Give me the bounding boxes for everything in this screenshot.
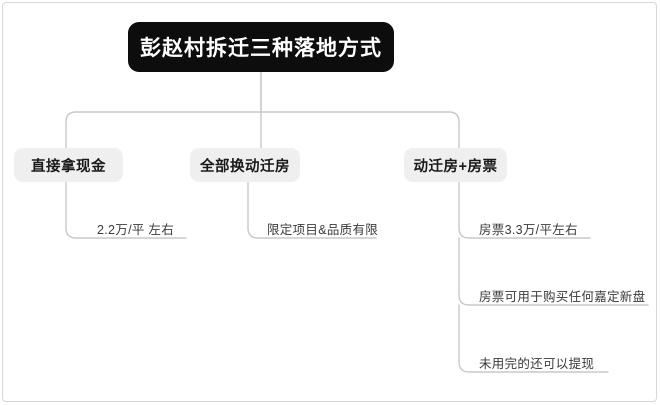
connector-root-to-branch-1 (65, 111, 262, 149)
connector-root-to-branch-3 (260, 111, 460, 149)
diagram-branch-node-1[interactable]: 直接拿现金 (14, 148, 123, 182)
connector-branch-3-leaf-2 (458, 237, 649, 306)
diagram-root-node[interactable]: 彭赵村拆迁三种落地方式 (128, 22, 394, 72)
connector-branch-3-leaf-3 (458, 304, 609, 373)
diagram-root-label: 彭赵村拆迁三种落地方式 (140, 37, 382, 60)
diagram-leaf-label-3-2[interactable]: 房票可用于购买任何嘉定新盘 (479, 290, 646, 304)
diagram-branch-label-3: 动迁房+房票 (413, 158, 498, 175)
diagram-leaf-label-3-3[interactable]: 未用完的还可以提现 (479, 357, 595, 371)
diagram-branch-node-2[interactable]: 全部换动迁房 (190, 148, 300, 182)
connector-branch-2-leaf-1 (247, 181, 377, 239)
diagram-leaf-label-1-1[interactable]: 2.2万/平 左右 (97, 223, 175, 237)
connector-branch-1-leaf-1 (65, 181, 187, 239)
diagram-branch-node-3[interactable]: 动迁房+房票 (404, 148, 507, 182)
connector-branch-3-leaf-1 (458, 181, 591, 239)
diagram-leaf-label-3-1[interactable]: 房票3.3万/平左右 (479, 223, 578, 237)
diagram-leaf-label-2-1[interactable]: 限定项目&品质有限 (267, 223, 379, 237)
diagram-branch-label-2: 全部换动迁房 (200, 158, 290, 175)
diagram-branch-label-1: 直接拿现金 (31, 158, 106, 175)
